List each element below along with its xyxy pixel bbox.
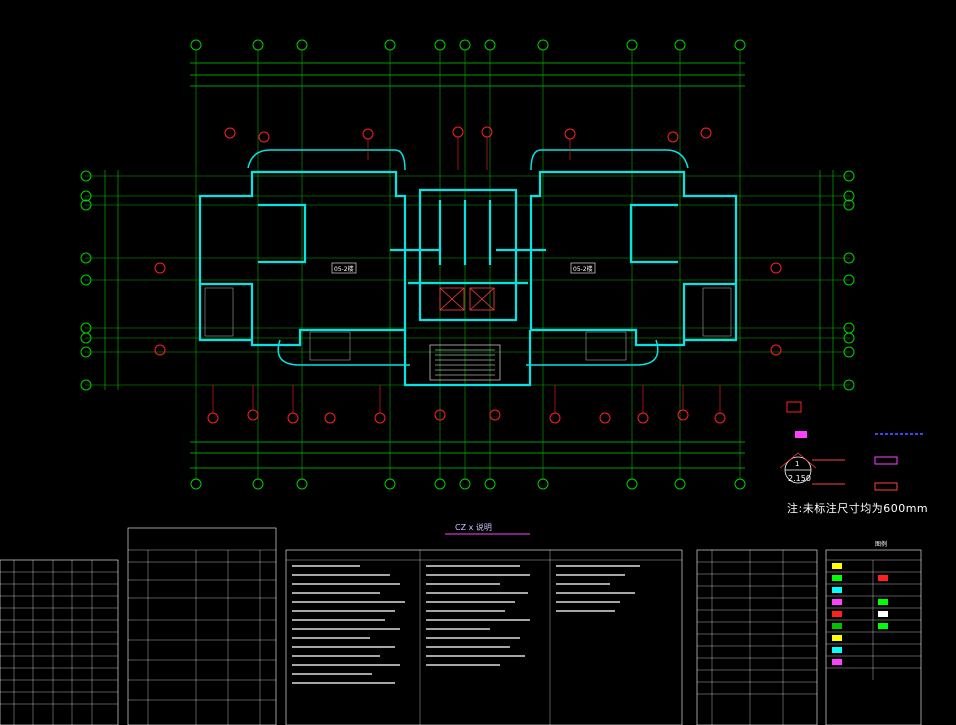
legend-title: 图例 [875, 540, 887, 548]
side-axis-bubbles [80, 170, 855, 391]
apartment-tag-right: 05-2楼 [573, 265, 593, 273]
balconies [247, 149, 689, 366]
axis-marker-leaders [212, 137, 721, 413]
central-stair [429, 344, 501, 381]
apartment-tags [331, 262, 596, 274]
bottom-axis-bubbles [190, 478, 746, 490]
bottom-dimension-lines [190, 441, 745, 469]
table-outlines [0, 527, 922, 725]
legend-table-swatches [832, 563, 888, 665]
table-rules [0, 549, 921, 725]
building-walls [198, 170, 738, 387]
dimension-note: 注:未标注尺寸均为600mm [787, 502, 929, 515]
wet-areas [204, 287, 732, 361]
apartment-tag-left: 05-2楼 [334, 265, 354, 273]
legend-swatches [786, 401, 925, 491]
top-dimension-lines [190, 62, 745, 87]
notes-text-lines [292, 565, 640, 684]
vertical-grid-lines [195, 50, 741, 480]
axis-marker-bubbles [154, 126, 782, 424]
side-dimension-lines [104, 170, 834, 390]
level-value: 2.150 [788, 474, 811, 483]
sheet-title: CZ x 说明 [455, 523, 492, 532]
level-index: 1 [795, 460, 799, 468]
elevator-shafts [439, 287, 495, 311]
top-axis-bubbles [190, 39, 746, 51]
level-marker-icon [779, 452, 817, 484]
